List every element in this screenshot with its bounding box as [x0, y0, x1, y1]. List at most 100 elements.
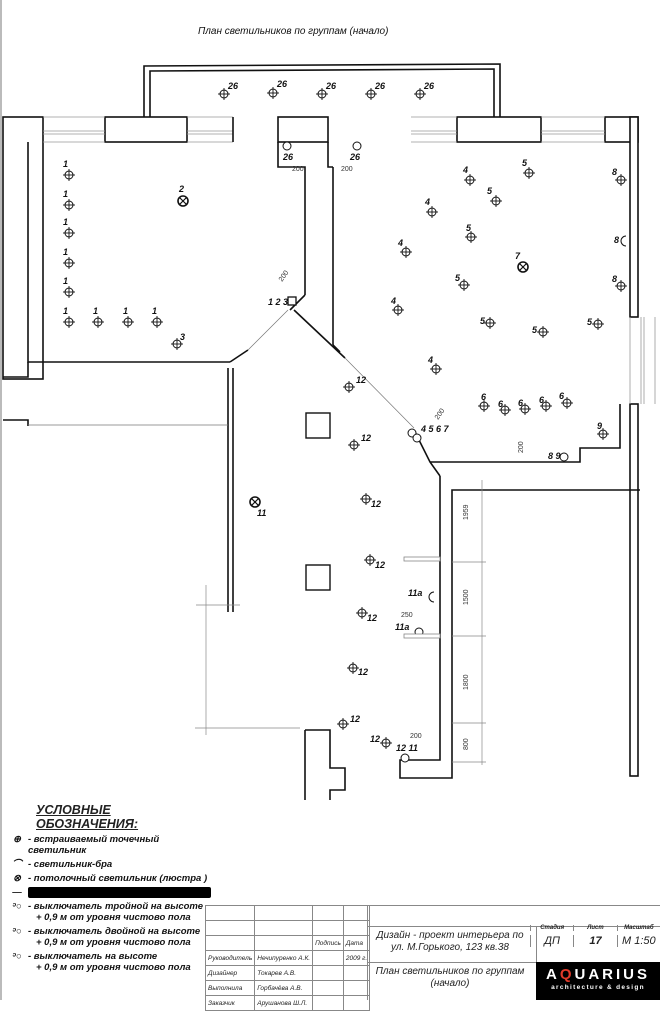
fixture-label: 6	[539, 395, 545, 405]
shelf	[403, 556, 441, 562]
hidden-strip-icon: —	[12, 887, 22, 898]
fixture-label: 1	[63, 247, 68, 257]
fixture-label: 4	[424, 197, 430, 207]
wall-sconce-icon	[428, 591, 435, 603]
fixture-label: 8	[612, 274, 617, 284]
fixture-label: 26	[325, 81, 337, 91]
wall-sconce-icon	[620, 235, 627, 247]
dimension-chain	[195, 480, 486, 765]
fixture-label: 26	[349, 152, 361, 162]
fixture-label: 8	[614, 235, 619, 245]
fixture-label: 5	[455, 273, 461, 283]
dimension-label: 200	[410, 733, 422, 740]
fixture-label: 1	[93, 306, 98, 316]
switch-icon	[352, 141, 362, 151]
stage-label: Стадия	[530, 925, 573, 931]
fixture-label: 4	[397, 238, 403, 248]
dimension-label: 200	[341, 166, 353, 173]
switch-icon	[559, 452, 569, 462]
legend-item: ᵓ○ - выключатель на высоте+ 0,9 м от уро…	[6, 951, 211, 973]
fixture-label: 5	[466, 223, 472, 233]
column	[305, 412, 331, 439]
legend-item: ⌒ - светильник-бра	[6, 859, 211, 870]
wall-sconce-icon: ⌒	[12, 859, 22, 870]
fixture-label: 3	[180, 332, 185, 342]
fixture-label: 5	[480, 316, 486, 326]
dimension-label: 1959	[463, 504, 470, 520]
fixture-label: 5	[487, 186, 493, 196]
fixture-label: 1	[63, 159, 68, 169]
fixture-label: 12	[358, 667, 368, 677]
fixture-label: 26	[423, 81, 435, 91]
fixture-label: 26	[227, 81, 239, 91]
shelf	[403, 633, 441, 639]
stage-value: ДП	[530, 935, 573, 947]
triple-switch-icon: ᵓ○	[12, 901, 22, 912]
sheet-title: План светильников по группам (начало)	[375, 966, 525, 989]
room-left-fixtures	[62, 168, 189, 351]
fixture-label: 11	[257, 508, 266, 518]
drawing-title: План светильников по группам (начало)	[198, 26, 389, 37]
column	[305, 564, 331, 591]
fixture-label: 5	[587, 317, 593, 327]
fixture-label: 12	[367, 613, 377, 623]
fixture-label: 12	[361, 433, 371, 443]
fixture-label: 5	[522, 158, 528, 168]
door-swings	[28, 309, 415, 429]
legend-item: ᵓ○ - выключатель тройной на высоте+ 0,9 …	[6, 901, 211, 923]
dimension-label: 200	[292, 166, 304, 173]
interior-walls	[3, 117, 640, 800]
exterior-walls	[2, 116, 639, 777]
sheet-border	[0, 0, 2, 1000]
dimension-label: 200	[278, 269, 290, 283]
fixture-label: 9	[597, 421, 602, 431]
fixture-label: 12	[350, 714, 360, 724]
date-header: Дата	[342, 935, 371, 951]
dimension-label: 250	[401, 612, 413, 619]
legend-item: ⊕ - встраиваемый точечный светильник	[6, 834, 211, 856]
fixture-label: 1 2 3	[268, 297, 288, 307]
switch-box	[287, 296, 297, 306]
fixture-label: 8	[612, 167, 617, 177]
legend-item: — - скрытая потолочная подсветка	[6, 887, 211, 898]
recessed-spot-icon: ⊕	[13, 834, 21, 845]
balcony-wall	[143, 63, 501, 117]
fixture-label: 11a	[395, 622, 409, 632]
sheet-number: 17	[573, 935, 616, 947]
signature-header: Подпись	[312, 935, 344, 951]
scale-label: Масштаб	[616, 925, 660, 931]
fixture-label: 11a	[408, 588, 422, 598]
legend-item: ⊗ - потолочный светильник (люстра )	[6, 873, 211, 884]
fixture-label: 7	[515, 251, 521, 261]
fixture-label: 12	[371, 499, 381, 509]
fixture-label: 6	[559, 391, 565, 401]
windows	[43, 116, 656, 404]
sheet-label: Лист	[573, 925, 616, 931]
fixture-label: 1	[123, 306, 128, 316]
fixture-label: 2	[178, 184, 184, 194]
fixture-label: 1	[63, 189, 68, 199]
switch-icon	[412, 433, 422, 443]
fixture-label: 4	[462, 165, 468, 175]
dimension-label: 1500	[463, 589, 470, 605]
switch-icon	[282, 141, 292, 151]
fixture-label: 12 11	[396, 743, 418, 753]
fixture-label: 1	[63, 276, 68, 286]
fixture-label: 12	[370, 734, 380, 744]
dimension-label: 1800	[463, 674, 470, 690]
fixture-label: 8 9	[548, 451, 561, 461]
fixture-label: 6	[498, 399, 504, 409]
double-switch-icon: ᵓ○	[12, 926, 22, 937]
fixture-label: 26	[374, 81, 386, 91]
fixture-label: 6	[481, 392, 487, 402]
floor-plan: 26 26 26 26 26 26 26 200 200 1 1 1 1 1 1…	[2, 63, 656, 800]
scale-value: М 1:50	[616, 935, 660, 947]
single-switch-icon: ᵓ○	[12, 951, 22, 962]
project-name: Дизайн - проект интерьера по ул. М.Горьк…	[376, 930, 524, 953]
fixture-label: 12	[375, 560, 385, 570]
fixture-label: 4	[390, 296, 396, 306]
